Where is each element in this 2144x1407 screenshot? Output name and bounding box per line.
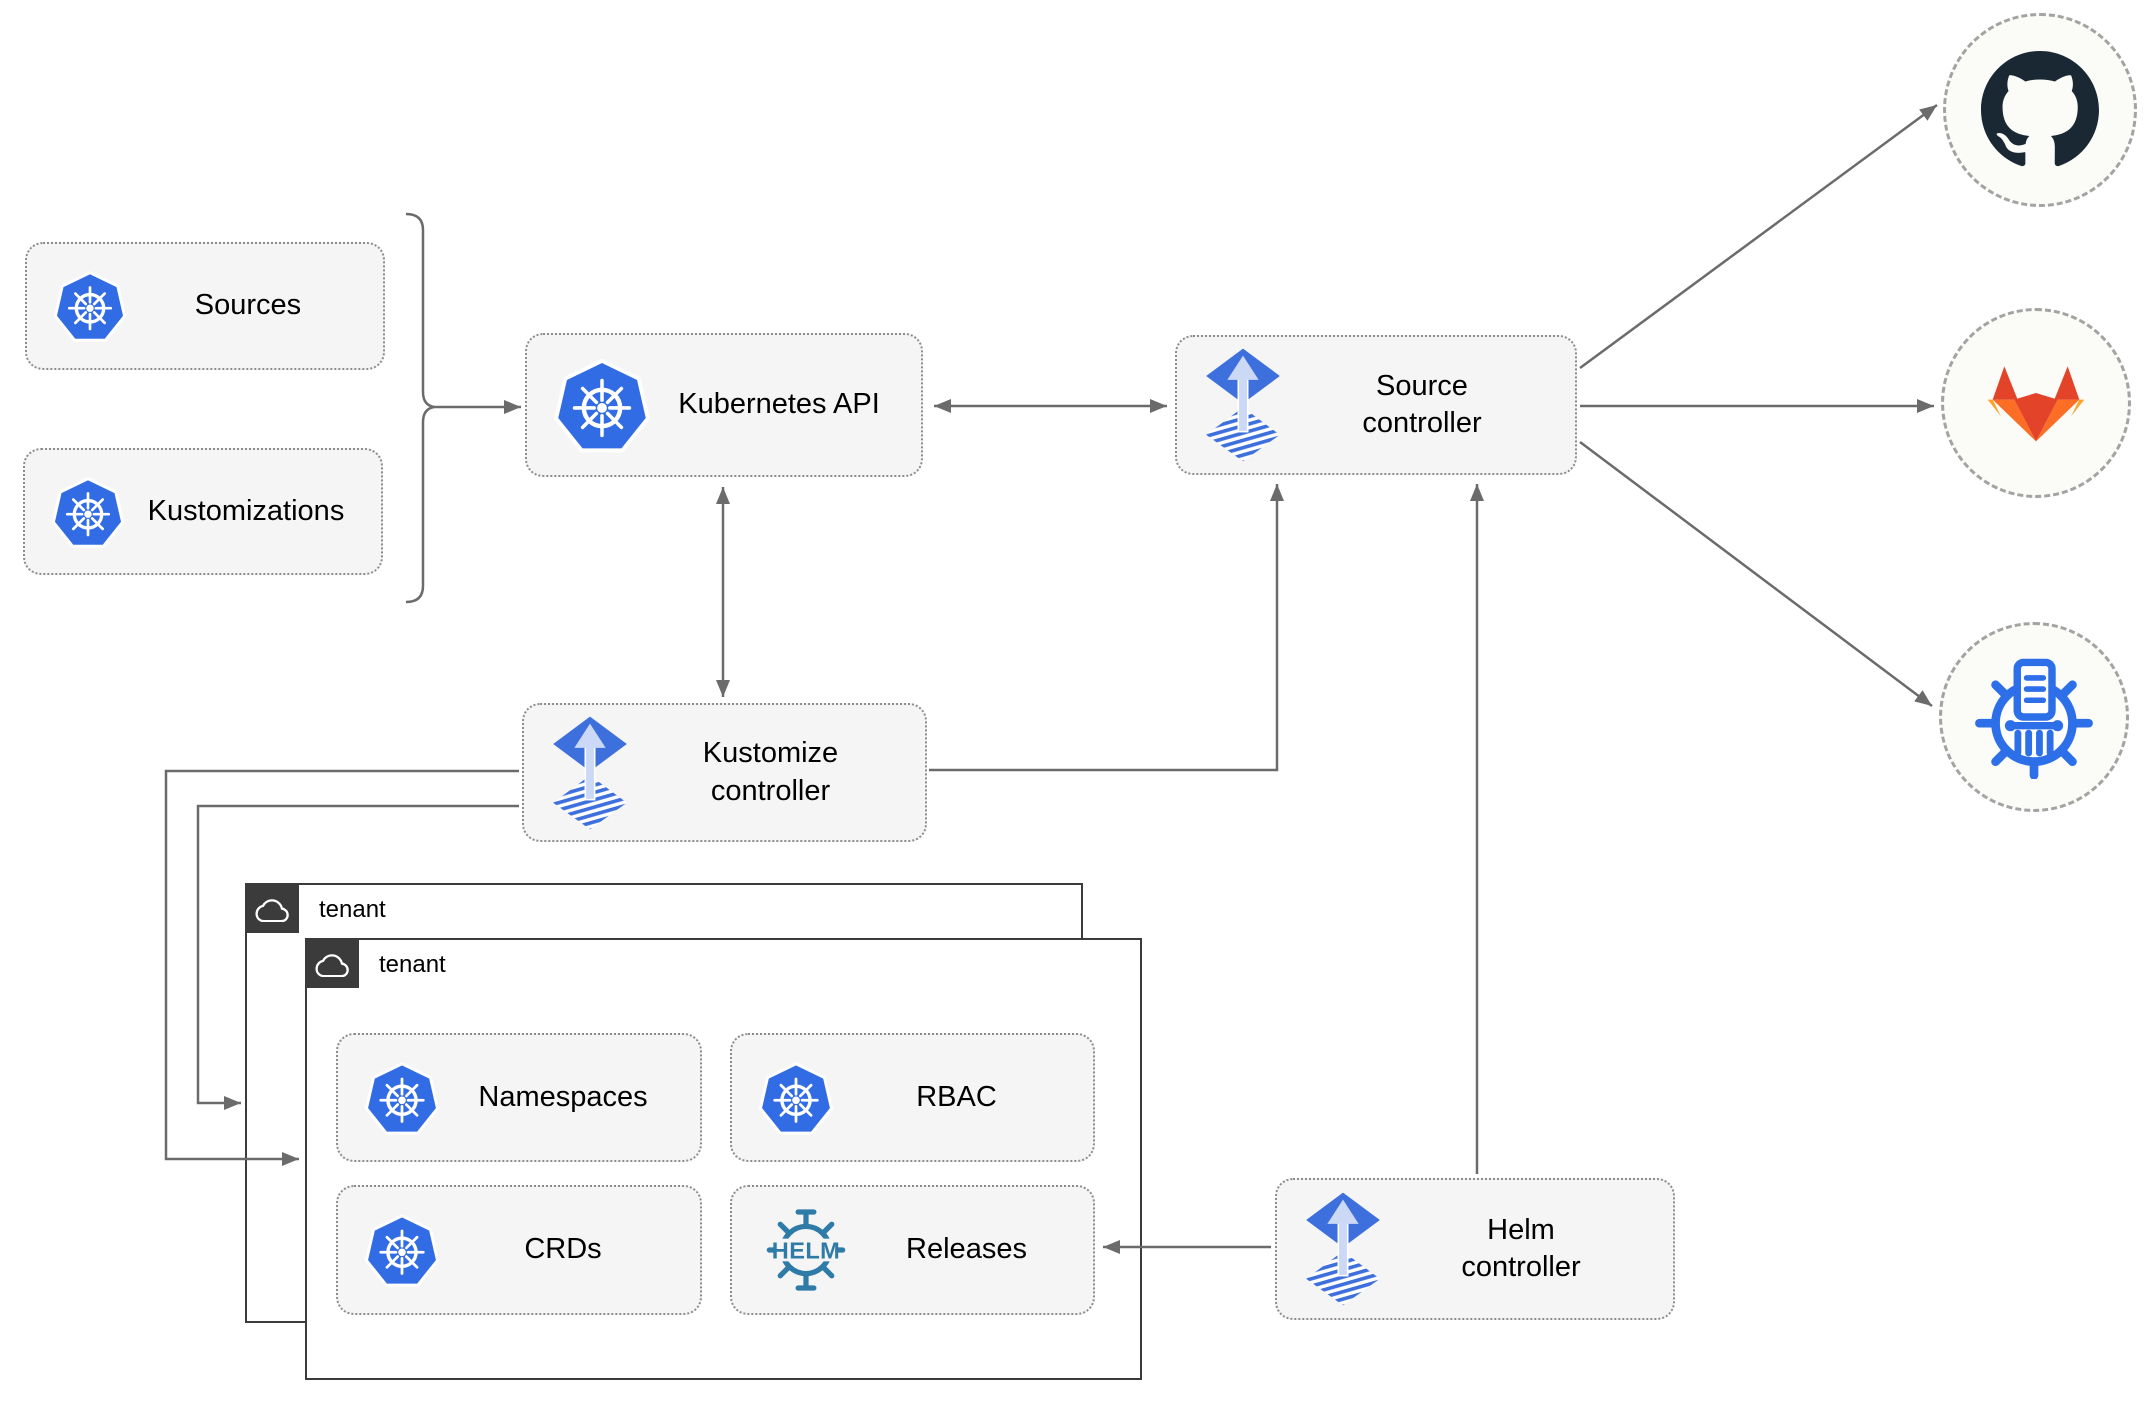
kubernetes-icon xyxy=(364,1212,440,1288)
tenant-tab xyxy=(305,938,359,988)
flux-icon xyxy=(550,715,630,831)
rbac-node: RBAC xyxy=(730,1033,1095,1162)
namespaces-node: Namespaces xyxy=(336,1033,702,1162)
kustomizations-node: Kustomizations xyxy=(23,448,383,575)
gitlab-remote xyxy=(1941,308,2131,498)
chartmuseum-icon xyxy=(1975,658,2093,779)
releases-label: Releases xyxy=(906,1233,1027,1266)
flux-icon xyxy=(1203,347,1283,463)
crds-label: CRDs xyxy=(524,1233,602,1266)
kustomize-controller-node: Kustomize controller xyxy=(522,703,927,842)
tenant-tab xyxy=(245,883,299,933)
helm-icon: HELM xyxy=(758,1206,854,1294)
brace-sources-kustomizations xyxy=(405,212,435,604)
cloud-icon xyxy=(315,953,349,977)
edge-source-to-github xyxy=(1579,103,1938,370)
helm-controller-node: Helm controller xyxy=(1275,1178,1675,1320)
kubernetes-icon xyxy=(53,269,127,343)
sources-node: Sources xyxy=(25,242,385,370)
kustomize-controller-label: Kustomize controller xyxy=(702,737,839,807)
releases-node: HELM Releases xyxy=(730,1185,1095,1315)
kustomizations-label: Kustomizations xyxy=(147,494,345,527)
helm-controller-label: Helm controller xyxy=(1461,1213,1581,1283)
kubernetes-icon xyxy=(553,356,651,454)
kubernetes-api-node: Kubernetes API xyxy=(525,333,923,477)
flux-icon xyxy=(1303,1191,1383,1307)
cloud-icon xyxy=(255,898,289,922)
edge-source-to-chartmuseum xyxy=(1579,441,1933,707)
namespaces-label: Namespaces xyxy=(478,1080,648,1113)
chartmuseum-remote xyxy=(1939,622,2129,812)
crds-node: CRDs xyxy=(336,1185,702,1315)
github-icon xyxy=(1981,51,2099,167)
sources-label: Sources xyxy=(194,289,302,322)
edge-kustomize-to-source-controller xyxy=(929,484,1284,772)
kubernetes-icon xyxy=(758,1060,834,1136)
gitlab-icon xyxy=(1987,366,2085,442)
github-remote xyxy=(1943,13,2137,207)
kubernetes-api-label: Kubernetes API xyxy=(678,388,880,421)
tenant-label: tenant xyxy=(379,951,446,978)
rbac-label: RBAC xyxy=(916,1080,997,1113)
source-controller-label: Source controller xyxy=(1362,369,1482,439)
kubernetes-icon xyxy=(51,475,125,549)
source-controller-node: Source controller xyxy=(1175,335,1577,475)
helm-logo-text: HELM xyxy=(772,1238,840,1264)
kubernetes-icon xyxy=(364,1060,440,1136)
tenant-label: tenant xyxy=(319,896,386,923)
